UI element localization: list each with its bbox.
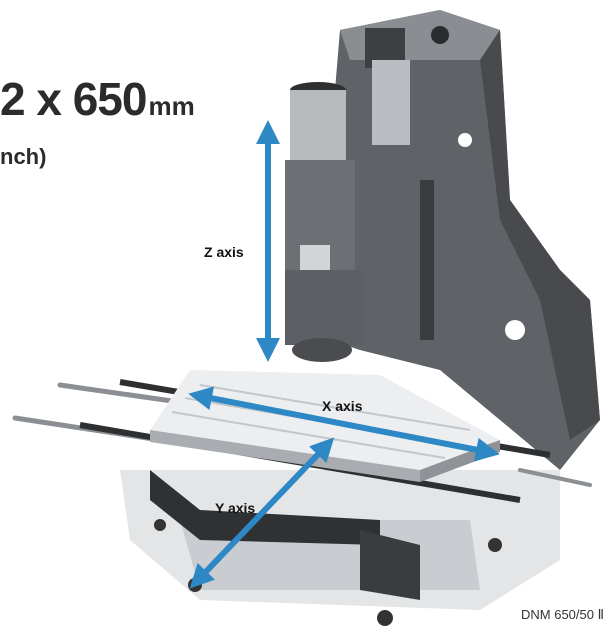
model-caption: DNM 650/50 Ⅱ — [521, 607, 604, 622]
headline-subtext: nch) — [0, 144, 47, 169]
y-axis-label: Y axis — [215, 500, 256, 516]
headline-spec: 2 x 650mm — [0, 72, 195, 126]
headline-value: 2 x 650 — [0, 73, 147, 125]
x-axis-label: X axis — [322, 398, 363, 414]
work-table — [150, 370, 500, 482]
z-axis-label: Z axis — [204, 244, 244, 260]
spindle-head — [285, 82, 365, 362]
y-axis-arrow — [189, 437, 335, 589]
machine-column — [290, 10, 600, 470]
headline-unit: mm — [148, 91, 195, 121]
x-axis-arrow — [188, 386, 500, 462]
